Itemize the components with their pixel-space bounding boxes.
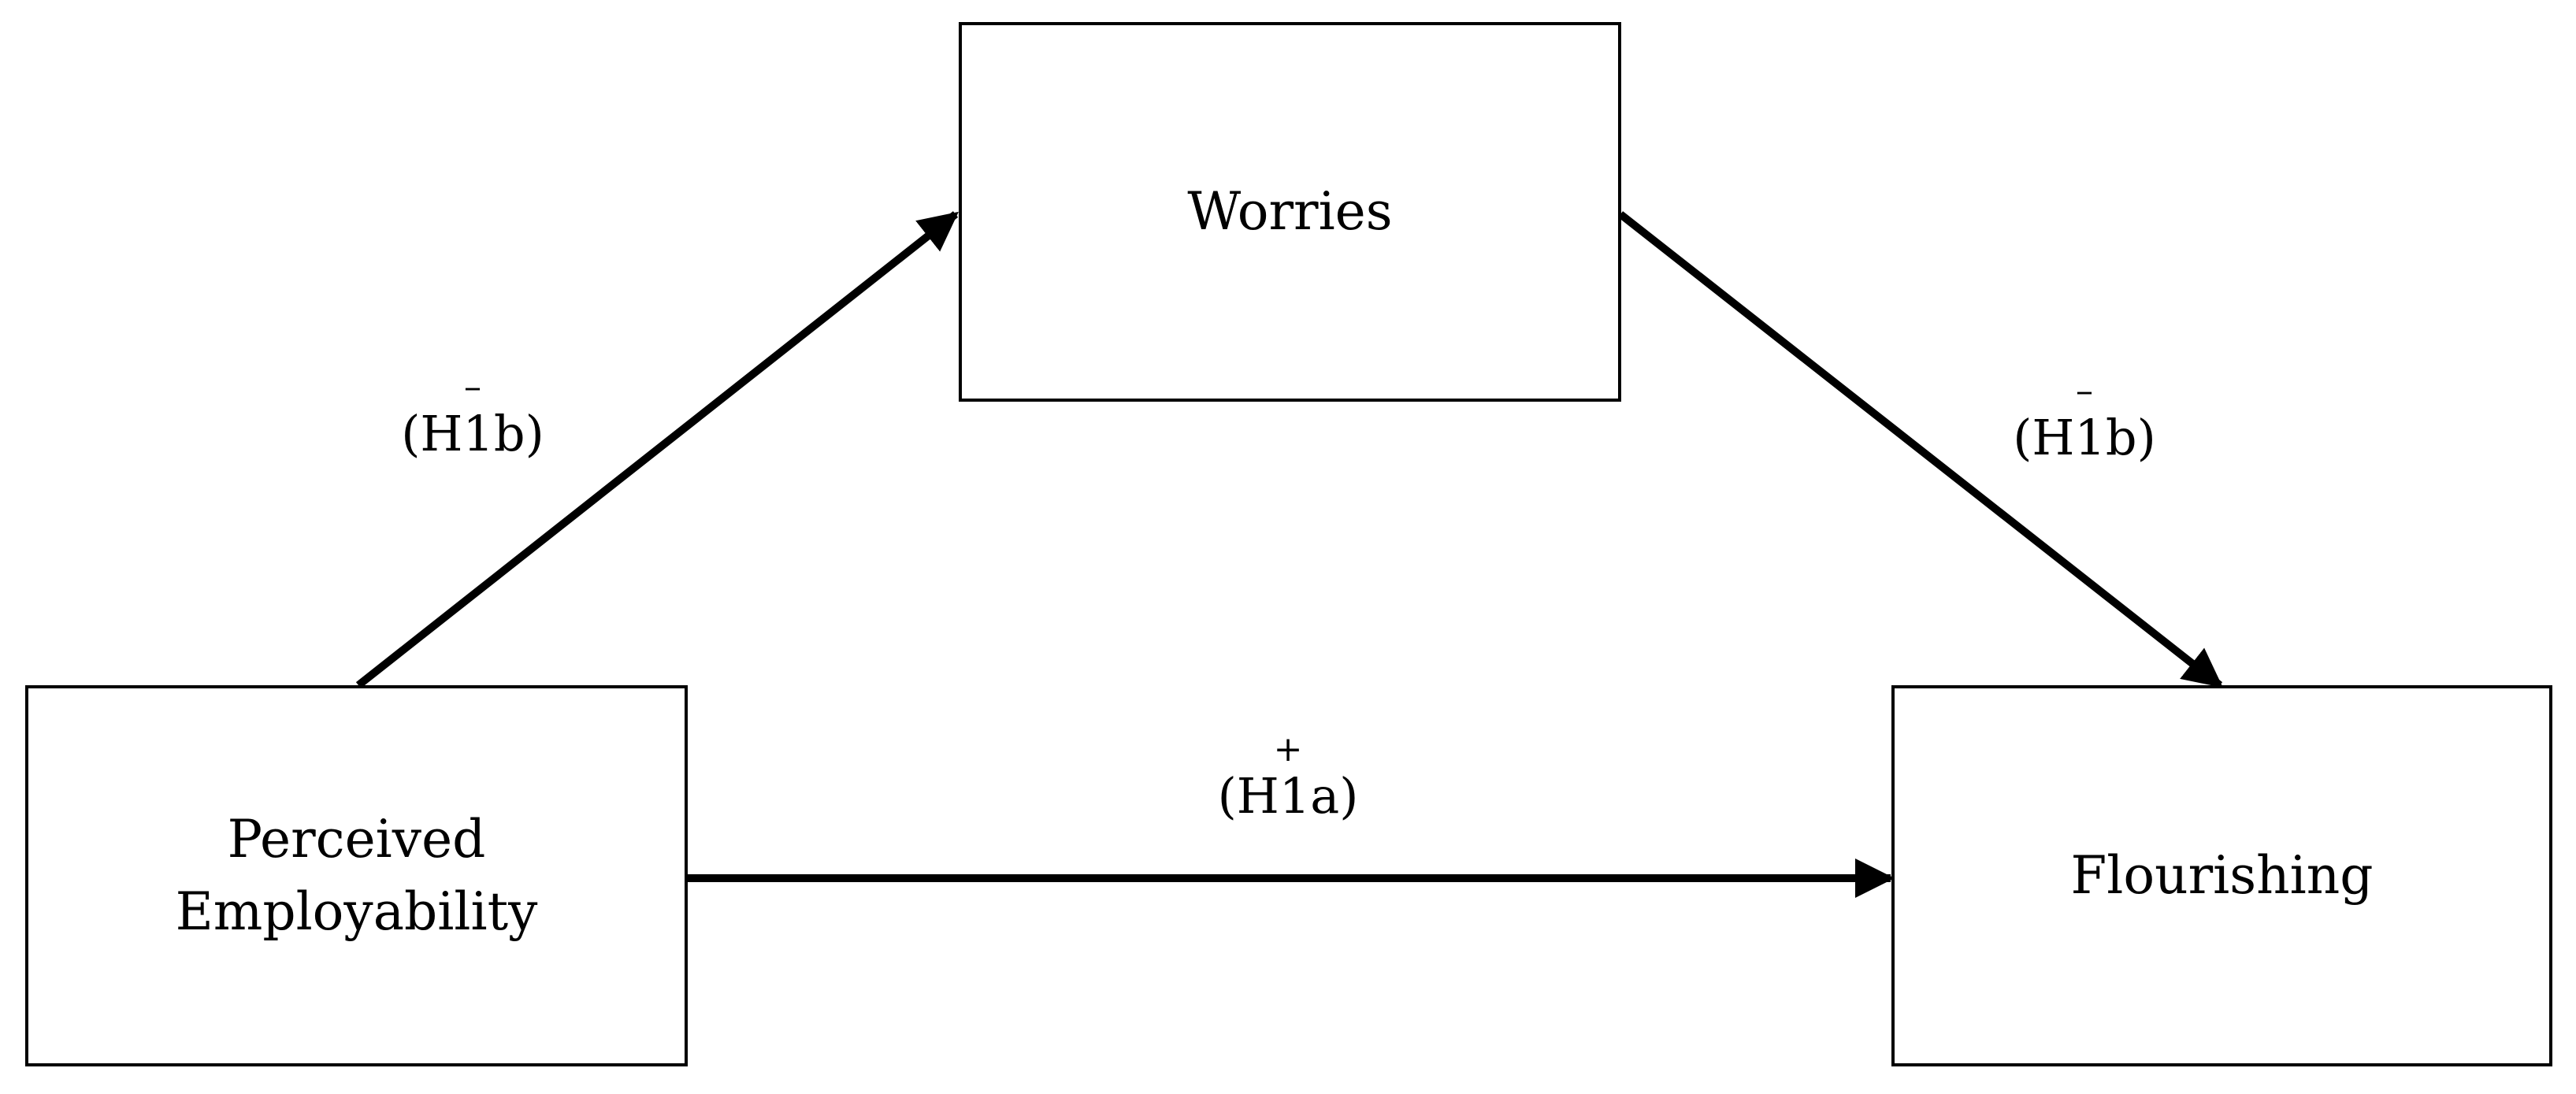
edge-label-pe-to-worries: – (H1b) [378,370,567,463]
edge-label-pe-to-flourishing: + (H1a) [1193,732,1383,825]
arrow-worries-to-flourishing [1617,211,2223,688]
edge-label-worries-to-flourishing: – (H1b) [1990,374,2179,467]
node-perceived-employability-label: Perceived Employability [175,808,538,942]
arrow-pe-to-worries [355,211,959,688]
edge-sign-worries-to-flourishing: – [2076,371,2093,411]
edge-hypothesis-worries-to-flourishing: (H1b) [2013,409,2156,466]
edge-sign-pe-to-worries: – [464,367,481,407]
edge-hypothesis-pe-to-flourishing: (H1a) [1217,767,1359,825]
node-worries: Worries [959,22,1621,402]
edge-sign-pe-to-flourishing: + [1273,729,1303,770]
edge-hypothesis-pe-to-worries: (H1b) [401,405,544,462]
node-perceived-employability: Perceived Employability [25,685,688,1066]
node-flourishing-label: Flourishing [2070,844,2374,906]
node-worries-label: Worries [1187,180,1393,242]
node-flourishing: Flourishing [1891,685,2552,1066]
